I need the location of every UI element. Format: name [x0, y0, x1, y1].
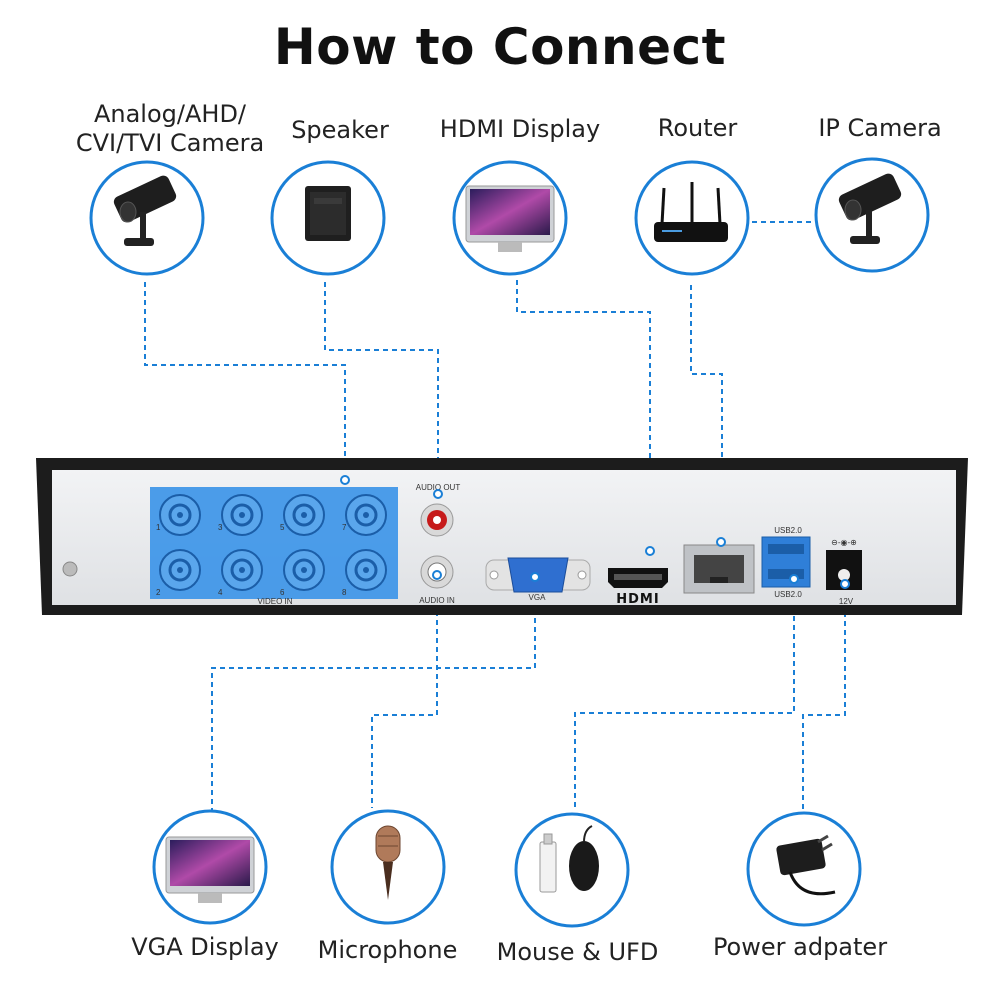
bnc-port-number: 1	[156, 523, 161, 532]
bnc-port-number: 6	[280, 588, 285, 597]
page-title: How to Connect	[273, 18, 727, 76]
line-vga-display	[211, 600, 536, 810]
microphone-device	[330, 809, 446, 925]
speaker-device	[270, 160, 386, 276]
bnc-port-number: 7	[342, 523, 347, 532]
vga-display-label: VGA Display	[131, 933, 279, 961]
bnc-port: 4	[218, 549, 263, 597]
analog-camera-icon	[113, 175, 177, 246]
monitor-icon	[165, 836, 255, 903]
mouse-ufd-device	[514, 812, 630, 928]
bnc-port: 1	[156, 494, 201, 536]
connection-dots	[340, 475, 850, 589]
hdmi-label: HDMI	[616, 592, 659, 607]
usb-bottom-label: USB2.0	[774, 590, 802, 599]
line-microphone	[371, 575, 438, 808]
audio-out-label: AUDIO OUT	[416, 483, 461, 492]
bnc-port-number: 8	[342, 588, 347, 597]
monitor-icon	[465, 185, 555, 252]
analog-camera-device	[89, 160, 205, 276]
dvr-back-panel: 1 3 5 7 2 4 6 8 VIDEO IN AUDIO OUT AUDIO IN VGA…	[36, 458, 968, 615]
bnc-port: 6	[280, 549, 325, 597]
mouse-usb-icon	[539, 825, 599, 893]
connection-lines	[144, 221, 846, 812]
line-speaker	[324, 282, 439, 492]
audio-in-label: AUDIO IN	[419, 596, 455, 605]
video-in-label: VIDEO IN	[257, 597, 292, 606]
line-hdmi-display	[516, 280, 651, 550]
microphone-icon	[375, 825, 401, 900]
line-analog-camera	[144, 282, 346, 480]
bnc-port-number: 2	[156, 588, 161, 597]
bnc-port: 3	[218, 494, 263, 536]
bnc-port-number: 3	[218, 523, 223, 532]
lan-port	[683, 544, 755, 594]
vga-label: VGA	[529, 593, 547, 602]
speaker-icon	[305, 186, 351, 241]
usb-ports	[761, 536, 811, 588]
bnc-port-number: 4	[218, 588, 223, 597]
router-device	[634, 160, 750, 276]
hdmi-display-device	[452, 160, 568, 276]
hdmi-display-label: HDMI Display	[439, 115, 601, 143]
usb-top-label: USB2.0	[774, 526, 802, 535]
hdmi-port	[608, 568, 668, 588]
analog-camera-label: Analog/AHD/ CVI/TVI Camera	[70, 100, 270, 158]
video-in-ports: 1 3 5 7 2 4 6 8	[156, 494, 387, 597]
bnc-port: 7	[342, 494, 387, 536]
microphone-label: Microphone	[317, 936, 458, 964]
analog-camera-label-line2: CVI/TVI Camera	[75, 129, 265, 157]
router-icon	[654, 182, 728, 242]
router-label: Router	[657, 114, 738, 142]
line-power-adapter	[802, 585, 846, 812]
ip-camera-device	[814, 157, 930, 273]
audio-out-port	[420, 503, 454, 537]
svg-text:⊖-◉-⊕: ⊖-◉-⊕	[831, 538, 857, 547]
power-adapter-label: Power adpater	[712, 933, 888, 961]
line-router	[690, 285, 723, 540]
vga-display-device	[152, 809, 268, 925]
analog-camera-label-line1: Analog/AHD/	[93, 100, 247, 128]
speaker-label: Speaker	[291, 116, 389, 144]
power-adapter-icon	[776, 834, 836, 896]
bnc-port-number: 5	[280, 523, 285, 532]
ground-screw-icon	[62, 561, 78, 577]
power-adapter-device	[746, 811, 862, 927]
line-mouse-ufd	[574, 580, 795, 810]
bnc-port: 2	[156, 549, 201, 597]
bnc-port: 5	[280, 494, 325, 536]
bnc-port: 8	[342, 549, 387, 597]
ip-camera-label: IP Camera	[818, 114, 942, 142]
ip-camera-icon	[838, 173, 902, 244]
power-label: 12V	[839, 597, 854, 606]
mouse-ufd-label: Mouse & UFD	[496, 938, 659, 966]
